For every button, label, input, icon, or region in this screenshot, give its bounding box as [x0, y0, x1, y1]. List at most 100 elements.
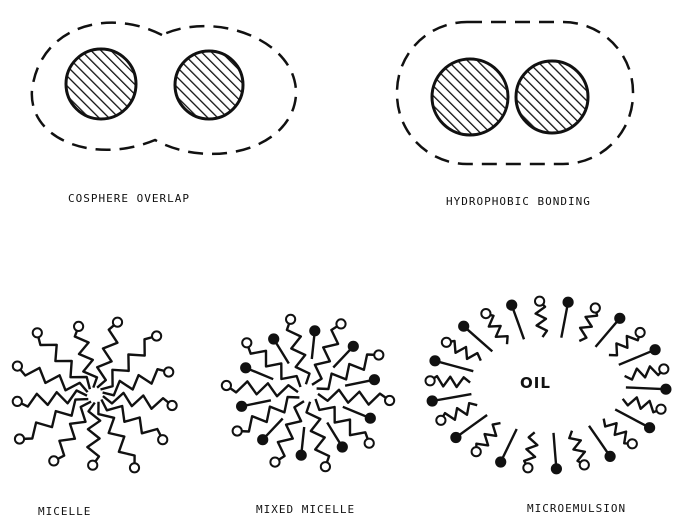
- polar-head-open: [436, 416, 445, 425]
- polar-head-open: [442, 338, 451, 347]
- polar-head-open: [13, 397, 22, 406]
- polar-head-open: [158, 435, 167, 444]
- polar-head-open: [74, 322, 83, 331]
- oil-core-label: OIL: [520, 374, 551, 392]
- surfactant-molecule-filled-head: [269, 334, 289, 363]
- hydrocarbon-tail: [441, 403, 477, 420]
- solute-sphere-left: [432, 59, 508, 135]
- polar-head-open: [374, 350, 383, 359]
- solute-sphere-right: [516, 61, 588, 133]
- surfactant-molecule-filled-head: [451, 415, 487, 442]
- micelle-label: MICELLE: [38, 505, 91, 518]
- polar-head-open: [426, 376, 435, 385]
- polar-head-open: [15, 434, 24, 443]
- polar-head-filled: [496, 457, 505, 466]
- hydrocarbon-tail: [456, 415, 487, 438]
- cosphere-overlap-panel: [32, 23, 296, 154]
- hydrocarbon-tail: [625, 366, 664, 379]
- surfactant-molecule-filled-head: [237, 400, 271, 411]
- polar-head-filled: [269, 334, 278, 343]
- surfactant-molecule-open-head: [535, 297, 547, 338]
- surfactant-molecule-filled-head: [561, 298, 572, 338]
- surfactant-molecule-filled-head: [507, 301, 524, 340]
- surfactant-molecule-filled-head: [333, 342, 358, 368]
- surfactant-molecule-open-head: [286, 315, 310, 385]
- hydrocarbon-tail: [237, 397, 299, 432]
- polar-head-open: [13, 362, 22, 371]
- polar-head-filled: [564, 298, 573, 307]
- surfactant-molecule-open-head: [523, 432, 537, 472]
- polar-head-open: [523, 463, 532, 472]
- polar-head-filled: [370, 375, 379, 384]
- polar-head-open: [33, 328, 42, 337]
- polar-head-open: [535, 297, 544, 306]
- hydrocarbon-tail: [98, 402, 134, 468]
- hydrocarbon-tail: [536, 301, 547, 337]
- solute-sphere-left: [66, 49, 136, 119]
- polar-head-open: [321, 462, 330, 471]
- surfactant-molecule-open-head: [318, 390, 394, 405]
- surfactant-molecule-open-head: [625, 364, 669, 379]
- hydrocarbon-tail: [432, 394, 471, 401]
- surfactant-molecule-filled-head: [327, 423, 347, 452]
- hydrophobic-bonding-panel: [397, 22, 633, 164]
- hydrocarbon-tail: [318, 390, 390, 405]
- hydrocarbon-tail: [430, 376, 470, 387]
- polar-head-filled: [349, 342, 358, 351]
- hydrocarbon-tail: [619, 350, 655, 365]
- hydrocarbon-tail: [317, 355, 379, 390]
- polar-head-open: [49, 456, 58, 465]
- surfactant-molecule-open-head: [569, 431, 589, 470]
- surfactant-molecule-filled-head: [297, 427, 306, 460]
- polar-head-open: [270, 458, 279, 467]
- polar-head-open: [659, 364, 668, 373]
- polar-head-filled: [297, 451, 306, 460]
- polar-head-filled: [430, 356, 439, 365]
- hydrophobic-bonding-label: HYDROPHOBIC BONDING: [446, 195, 591, 208]
- micelle-panel: [13, 318, 177, 473]
- polar-head-open: [168, 401, 177, 410]
- polar-head-open: [481, 309, 490, 318]
- hydrocarbon-tail: [615, 409, 649, 427]
- surfactant-molecule-filled-head: [258, 419, 283, 445]
- microemulsion-label: MICROEMULSION: [527, 502, 626, 515]
- polar-head-open: [656, 405, 665, 414]
- surfactant-molecule-filled-head: [596, 314, 625, 347]
- surfactant-molecule-open-head: [579, 303, 600, 341]
- polar-head-open: [233, 426, 242, 435]
- surfactant-molecule-open-head: [472, 423, 501, 456]
- surfactant-molecule-open-head: [426, 376, 471, 387]
- polar-head-open: [385, 396, 394, 405]
- hydrocarbon-tail: [626, 387, 666, 389]
- polar-head-filled: [552, 464, 561, 473]
- hydrocarbon-tail: [476, 423, 500, 452]
- polar-head-filled: [606, 452, 615, 461]
- surfactant-molecule-open-head: [98, 402, 139, 473]
- polar-head-open: [286, 315, 295, 324]
- surfactant-molecule-open-head: [604, 419, 637, 449]
- surfactant-molecule-filled-head: [615, 409, 654, 432]
- polar-head-open: [591, 303, 600, 312]
- hydrocarbon-tail: [287, 319, 310, 384]
- polar-head-filled: [645, 423, 654, 432]
- surfactant-molecule-open-head: [442, 338, 481, 361]
- polar-head-filled: [241, 363, 250, 372]
- polar-head-open: [222, 381, 231, 390]
- polar-head-filled: [451, 433, 460, 442]
- polar-head-open: [580, 460, 589, 469]
- hydrocarbon-tail: [226, 381, 298, 396]
- surfactant-molecule-open-head: [623, 397, 666, 413]
- polar-head-open: [628, 439, 637, 448]
- polar-head-open: [152, 331, 161, 340]
- hydrocarbon-tail: [604, 419, 633, 444]
- surfactant-molecule-filled-head: [626, 385, 671, 394]
- polar-head-filled: [661, 385, 670, 394]
- hydrocarbon-tail: [464, 326, 493, 351]
- hydrocarbon-tail: [435, 361, 473, 371]
- hydrocarbon-tail: [307, 402, 330, 467]
- surfactant-molecule-filled-head: [428, 394, 472, 406]
- solute-sphere-right: [175, 51, 243, 119]
- polar-head-open: [130, 463, 139, 472]
